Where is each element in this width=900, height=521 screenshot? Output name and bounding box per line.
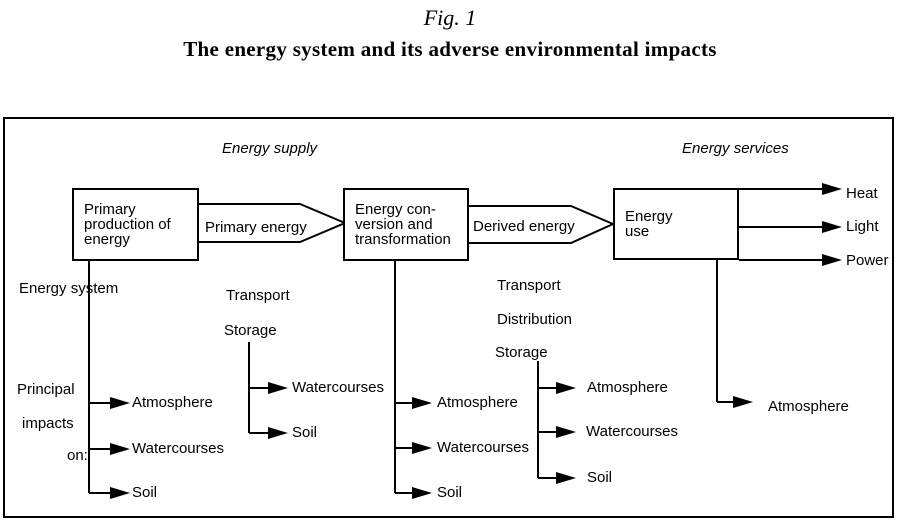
box-energy-conversion: Energy con- version and transformation — [343, 188, 469, 261]
section-label-energy-supply: Energy supply — [222, 140, 318, 157]
impact-label-atmosphere-col4: Atmosphere — [587, 379, 668, 396]
impact-label-soil-col2: Soil — [292, 424, 318, 441]
impact-label-watercourses-col4: Watercourses — [586, 423, 678, 440]
label-impacts: impacts — [22, 415, 74, 432]
label-distribution-col4: Distribution — [497, 311, 573, 328]
label-transport-col2: Transport — [226, 287, 290, 304]
impact-label-soil-col3: Soil — [437, 484, 463, 501]
impact-label-soil-col1: Soil — [132, 484, 158, 501]
impact-label-watercourses-col1: Watercourses — [132, 440, 224, 457]
flow-label-primary-energy: Primary energy — [205, 219, 307, 236]
box-primary-production: Primary production of energy — [72, 188, 199, 261]
impact-label-watercourses-col2: Watercourses — [292, 379, 384, 396]
section-label-energy-services: Energy services — [682, 140, 789, 157]
label-transport-col4: Transport — [497, 277, 561, 294]
impact-label-atmosphere-col3: Atmosphere — [437, 394, 518, 411]
label-storage-col4: Storage — [495, 344, 548, 361]
label-principal: Principal — [17, 381, 75, 398]
diagram-frame — [3, 117, 894, 518]
label-energy-system: Energy system — [19, 280, 119, 297]
impact-label-watercourses-col3: Watercourses — [437, 439, 529, 456]
impact-label-soil-col4: Soil — [587, 469, 613, 486]
impact-label-atmosphere-col5: Atmosphere — [768, 398, 849, 415]
label-storage-col2: Storage — [224, 322, 277, 339]
box-energy-use: Energy use — [613, 188, 739, 260]
label-on: on: — [67, 447, 88, 464]
output-label-light: Light — [846, 218, 879, 235]
figure-title: The energy system and its adverse enviro… — [183, 37, 717, 61]
output-label-heat: Heat — [846, 185, 878, 202]
impact-label-atmosphere-col1: Atmosphere — [132, 394, 213, 411]
flow-label-derived-energy: Derived energy — [473, 218, 575, 235]
output-label-power: Power — [846, 252, 889, 269]
figure-number: Fig. 1 — [423, 5, 477, 30]
